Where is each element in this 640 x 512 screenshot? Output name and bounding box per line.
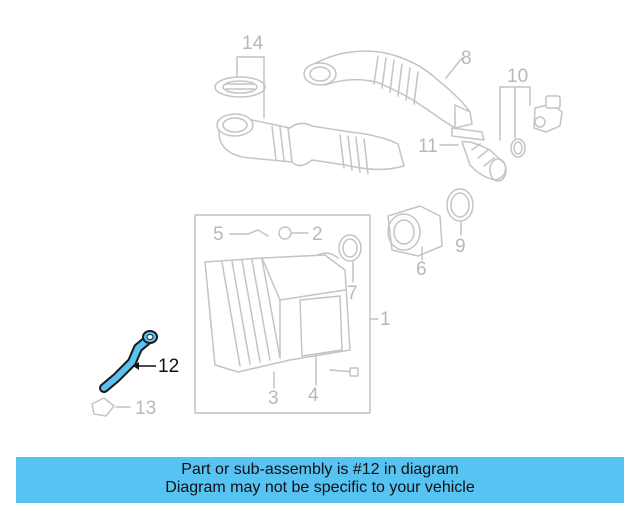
part-11-connector [439, 127, 507, 182]
callout-4: 4 [308, 385, 319, 406]
callout-12: 12 [158, 356, 179, 377]
banner-line-part: Part or sub-assembly is #12 in diagram [181, 461, 459, 478]
part-7-gasket [338, 234, 362, 283]
part-8-duct [303, 50, 473, 129]
callout-8: 8 [461, 48, 472, 69]
part-5-2-fittings [229, 226, 309, 240]
callout-1: 1 [380, 309, 391, 330]
callout-11: 11 [418, 136, 438, 157]
callout-5: 5 [213, 224, 224, 245]
part-9-clamp [446, 188, 474, 236]
part-14-cap [214, 56, 266, 119]
parts-diagram: 14 8 10 11 5 2 9 6 7 1 12 3 4 13 [91, 33, 563, 419]
part-6-housing [387, 205, 443, 261]
banner-line-disclaimer: Diagram may not be specific to your vehi… [165, 479, 475, 496]
callout-14: 14 [242, 33, 264, 54]
part-intake-elbow [216, 113, 405, 175]
part-13-clip [91, 397, 131, 417]
callout-7: 7 [347, 283, 358, 304]
part-10-pieces [499, 86, 563, 158]
callout-13: 13 [135, 398, 156, 419]
callout-10: 10 [507, 66, 528, 87]
callout-2: 2 [312, 224, 323, 245]
part-1-airbox [194, 214, 379, 414]
part-12-hose [99, 330, 158, 393]
info-banner: Part or sub-assembly is #12 in diagram D… [16, 457, 624, 503]
callout-6: 6 [416, 259, 427, 280]
callout-3: 3 [268, 388, 279, 409]
callout-9: 9 [455, 236, 466, 257]
